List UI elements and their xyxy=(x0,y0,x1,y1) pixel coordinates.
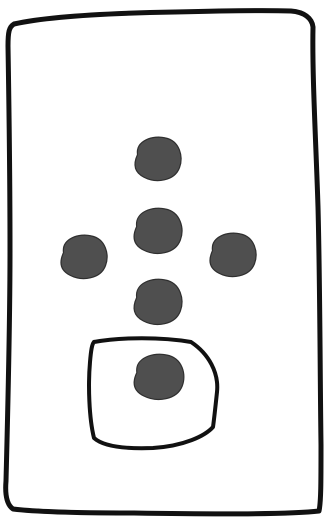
dot-bottom-circled xyxy=(134,354,184,399)
dot-top xyxy=(135,137,181,180)
dot-left xyxy=(61,235,107,278)
device-outline xyxy=(6,11,321,514)
dot-right xyxy=(210,233,256,276)
dot-lower xyxy=(134,279,182,324)
dot-center xyxy=(134,208,182,253)
